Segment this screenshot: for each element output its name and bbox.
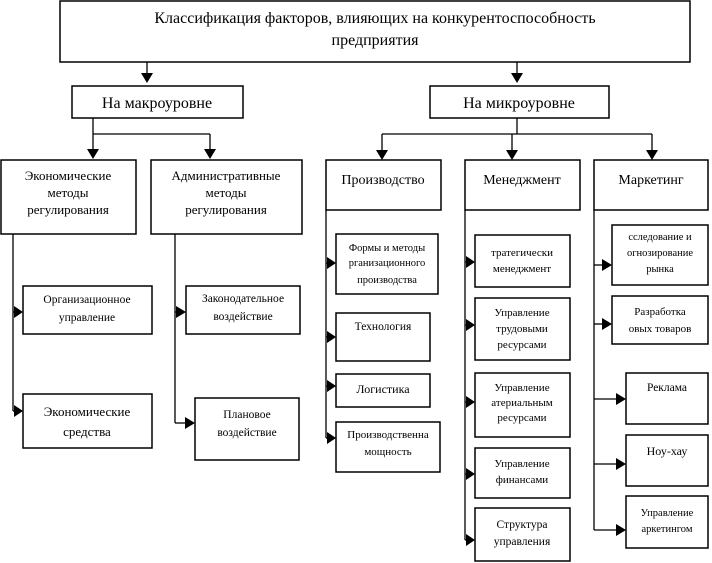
technology-box: Технология <box>335 312 431 362</box>
marketing-management-line-1: Управление <box>641 508 694 519</box>
administrative-methods-box: Административные методы регулирования <box>150 159 303 235</box>
planned-impact-line-1: Плановое <box>223 409 270 421</box>
administrative-methods-line-1: Административные <box>172 168 281 183</box>
marketing-box: Маркетинг <box>593 159 709 211</box>
organizational-management-line-1: Организационное <box>43 294 130 306</box>
hr-management-box: Управление трудовыми ресурсами <box>474 297 571 361</box>
legislative-impact-line-2: воздействие <box>213 311 272 323</box>
title-line-1: Классификация факторов, влияющих на конк… <box>154 10 595 27</box>
economic-means-box: Экономические средства <box>22 393 153 449</box>
economic-means-line-2: средства <box>63 424 111 439</box>
administrative-methods-line-3: регулирования <box>185 202 267 217</box>
legislative-impact-box: Законодательное воздействие <box>185 285 301 335</box>
logistics-label: Логистика <box>356 382 410 396</box>
macro-level-box: На макроуровне <box>71 85 244 119</box>
production-label: Производство <box>341 173 424 188</box>
marketing-label: Маркетинг <box>618 173 683 188</box>
strategic-management-line-1: тратегически <box>491 247 553 259</box>
macro-level-label: На макроуровне <box>102 95 212 112</box>
hr-management-line-2: трудовыми <box>496 323 548 335</box>
market-research-line-1: сследование и <box>628 232 692 243</box>
planned-impact-box: Плановое воздействие <box>194 397 300 461</box>
management-structure-box: Структура управления <box>474 507 571 562</box>
economic-methods-line-1: Экономические <box>25 168 112 183</box>
hr-management-line-1: Управление <box>494 307 549 319</box>
production-organization-box: Формы и методы рганизационного производс… <box>335 233 439 295</box>
strategic-management-line-2: менеджмент <box>493 263 551 275</box>
product-development-line-2: овых товаров <box>629 323 692 335</box>
hr-management-line-3: ресурсами <box>497 339 546 351</box>
material-resources-line-3: ресурсами <box>497 412 546 424</box>
management-label: Менеджмент <box>483 173 560 188</box>
finance-management-line-2: финансами <box>496 474 549 486</box>
production-capacity-line-1: Производственна <box>347 429 429 441</box>
planned-impact-line-2: воздействие <box>217 427 276 439</box>
title-box: Классификация факторов, влияющих на конк… <box>59 0 691 63</box>
advertising-box: Реклама <box>625 372 709 425</box>
marketing-management-line-2: аркетингом <box>642 524 693 535</box>
title-line-2: предприятия <box>332 32 420 49</box>
market-research-box: сследование и огнозирование рынка <box>611 224 709 286</box>
finance-management-box: Управление финансами <box>474 447 571 499</box>
economic-methods-line-3: регулирования <box>27 202 109 217</box>
production-organization-line-3: производства <box>357 275 417 286</box>
product-development-box: Разработка овых товаров <box>611 295 709 345</box>
technology-label: Технология <box>355 321 412 333</box>
administrative-methods-line-2: методы <box>206 185 247 200</box>
micro-level-label: На микроуровне <box>463 95 575 112</box>
organizational-management-line-2: управление <box>59 312 115 324</box>
material-resources-line-2: атериальным <box>491 397 552 409</box>
finance-management-line-1: Управление <box>494 458 549 470</box>
production-organization-line-1: Формы и методы <box>349 243 425 254</box>
management-box: Менеджмент <box>464 159 581 211</box>
legislative-impact-line-1: Законодательное <box>202 293 284 305</box>
market-research-line-3: рынка <box>646 264 674 275</box>
market-research-line-2: огнозирование <box>627 248 693 259</box>
economic-methods-line-2: методы <box>48 185 89 200</box>
management-structure-line-1: Структура <box>497 519 548 531</box>
know-how-box: Ноу-хау <box>625 434 709 487</box>
material-resources-box: Управление атериальным ресурсами <box>474 372 571 438</box>
management-structure-line-2: управления <box>494 536 551 548</box>
economic-methods-box: Экономические методы регулирования <box>0 159 137 235</box>
economic-means-line-1: Экономические <box>44 404 131 419</box>
arrowheads <box>14 73 658 546</box>
know-how-label: Ноу-хау <box>647 444 688 458</box>
organizational-management-box: Организационное управление <box>22 285 153 335</box>
production-box: Производство <box>325 159 442 211</box>
advertising-label: Реклама <box>647 382 687 394</box>
production-organization-line-2: рганизационного <box>349 258 426 269</box>
strategic-management-box: тратегически менеджмент <box>474 234 571 288</box>
micro-level-box: На микроуровне <box>429 85 610 119</box>
product-development-line-1: Разработка <box>634 306 686 318</box>
material-resources-line-1: Управление <box>494 382 549 394</box>
logistics-box: Логистика <box>335 373 431 408</box>
marketing-management-box: Управление аркетингом <box>625 495 709 549</box>
production-capacity-box: Производственна мощность <box>335 421 441 473</box>
production-capacity-line-2: мощность <box>364 446 411 458</box>
